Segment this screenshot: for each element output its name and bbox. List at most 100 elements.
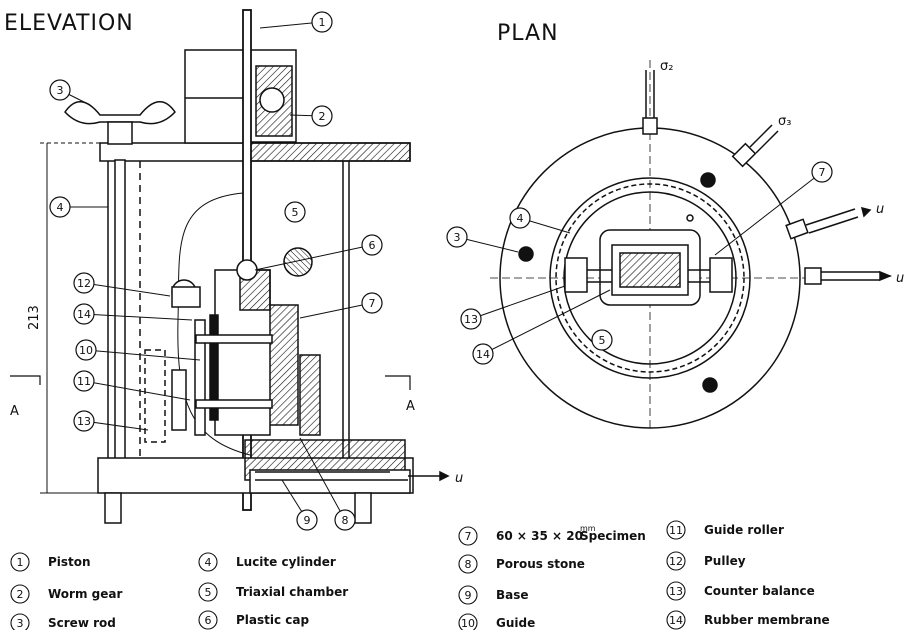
legend-item-12: 12 Pulley bbox=[666, 551, 746, 571]
flow-label-plan-2: u bbox=[896, 271, 904, 286]
dimension-label: 213 bbox=[27, 305, 42, 330]
callout-number: 14 bbox=[476, 348, 490, 361]
callout-number: 4 bbox=[57, 201, 64, 214]
callout-3: 3 bbox=[49, 79, 91, 106]
legend-item-13: 13 Counter balance bbox=[666, 581, 815, 601]
callout-6: 6 bbox=[254, 234, 383, 271]
callout-8: 8 bbox=[299, 437, 356, 531]
legend-number: 3 bbox=[17, 617, 24, 630]
callout-3: 3 bbox=[446, 226, 519, 253]
legend-suffix: Specimen bbox=[580, 529, 646, 543]
legend-text: Piston bbox=[48, 555, 91, 569]
legend-number: 12 bbox=[669, 555, 683, 568]
legend-item-11: 11 Guide roller bbox=[666, 520, 784, 540]
legend-item-10: 10 Guide bbox=[458, 613, 535, 633]
callout-number: 3 bbox=[57, 84, 64, 97]
legend-text: Guide bbox=[496, 616, 535, 630]
legend-item-5: 5 Triaxial chamber bbox=[198, 582, 348, 602]
legend-number: 2 bbox=[17, 588, 24, 601]
callout-13: 13 bbox=[460, 285, 566, 330]
callout-number: 14 bbox=[77, 308, 91, 321]
specimen bbox=[267, 304, 299, 426]
legend-number: 10 bbox=[461, 617, 475, 630]
legend-text: Guide roller bbox=[704, 523, 784, 537]
section-mark-left: A bbox=[10, 404, 19, 419]
legend-number: 5 bbox=[205, 586, 212, 599]
callout-number: 13 bbox=[464, 313, 478, 326]
legend-number: 8 bbox=[465, 558, 472, 571]
elevation-drawing bbox=[10, 9, 450, 524]
callout-number: 5 bbox=[599, 334, 606, 347]
legend-number: 1 bbox=[17, 556, 24, 569]
legend-item-9: 9 Base bbox=[458, 585, 529, 605]
callout-number: 8 bbox=[342, 514, 349, 527]
callout-number: 5 bbox=[292, 206, 299, 219]
flow-label-plan-1: u bbox=[876, 202, 884, 217]
callout-number: 12 bbox=[77, 277, 91, 290]
callout-number: 9 bbox=[304, 514, 311, 527]
elevation-title: ELEVATION bbox=[4, 11, 134, 36]
callout-5: 5 bbox=[591, 329, 613, 351]
legend-item-3: 3 Screw rod bbox=[10, 613, 116, 633]
legend-text: Triaxial chamber bbox=[236, 585, 348, 599]
callout-4: 4 bbox=[509, 207, 571, 234]
callout-7: 7 bbox=[299, 292, 383, 319]
legend-number: 13 bbox=[669, 585, 683, 598]
section-mark-right: A bbox=[406, 399, 415, 414]
legend-number: 7 bbox=[465, 530, 472, 543]
callout-12: 12 bbox=[73, 272, 171, 297]
legend-text: Worm gear bbox=[48, 587, 122, 601]
legend-text: Porous stone bbox=[496, 557, 585, 571]
legend-item-6: 6 Plastic cap bbox=[198, 610, 310, 630]
legend-number: 4 bbox=[205, 556, 212, 569]
legend-item-14: 14 Rubber membrane bbox=[666, 610, 830, 630]
callout-number: 1 bbox=[319, 16, 326, 29]
flow-label-elevation: u bbox=[455, 471, 463, 486]
sigma3-label: σ₃ bbox=[778, 114, 791, 129]
legend-text: Screw rod bbox=[48, 616, 116, 630]
callout-13: 13 bbox=[73, 410, 149, 432]
legend-text: Lucite cylinder bbox=[236, 555, 336, 569]
plan-drawing bbox=[490, 60, 893, 429]
legend-text: Counter balance bbox=[704, 584, 815, 598]
callout-number: 7 bbox=[819, 166, 826, 179]
callout-14: 14 bbox=[472, 289, 611, 365]
sigma2-label: σ₂ bbox=[660, 59, 673, 74]
legend-number: 14 bbox=[669, 614, 683, 627]
legend-item-2: 2 Worm gear bbox=[10, 584, 122, 604]
callout-14: 14 bbox=[73, 303, 193, 325]
callout-number: 7 bbox=[369, 297, 376, 310]
callout-number: 10 bbox=[79, 344, 93, 357]
legend-text: Plastic cap bbox=[236, 613, 310, 627]
plan-title: PLAN bbox=[497, 21, 559, 46]
callout-number: 6 bbox=[369, 239, 376, 252]
callout-7: 7 bbox=[714, 161, 833, 256]
callout-number: 4 bbox=[517, 212, 524, 225]
legend-text: 60 × 35 × 20 bbox=[496, 529, 583, 543]
callout-4: 4 bbox=[49, 196, 108, 218]
legend-item-8: 8 Porous stone bbox=[458, 554, 585, 574]
legend-number: 6 bbox=[205, 614, 212, 627]
callout-number: 2 bbox=[319, 110, 326, 123]
callout-number: 3 bbox=[454, 231, 461, 244]
callout-9: 9 bbox=[281, 479, 318, 531]
legend: 1 Piston 2 Worm gear 3 Screw rod 4 Lucite cylin… bbox=[10, 520, 830, 633]
legend-text: Pulley bbox=[704, 554, 746, 568]
callout-number: 13 bbox=[77, 415, 91, 428]
callout-2: 2 bbox=[289, 105, 333, 127]
callout-5: 5 bbox=[284, 201, 306, 223]
legend-sup: mm bbox=[580, 524, 596, 533]
legend-item-1: 1 Piston bbox=[10, 552, 91, 572]
legend-number: 11 bbox=[669, 524, 683, 537]
legend-text: Rubber membrane bbox=[704, 613, 830, 627]
legend-text: Base bbox=[496, 588, 529, 602]
legend-number: 9 bbox=[465, 589, 472, 602]
callout-1: 1 bbox=[259, 11, 333, 33]
callout-11: 11 bbox=[73, 370, 191, 401]
legend-item-4: 4 Lucite cylinder bbox=[198, 552, 336, 572]
callout-10: 10 bbox=[75, 339, 201, 361]
callout-number: 11 bbox=[77, 375, 91, 388]
